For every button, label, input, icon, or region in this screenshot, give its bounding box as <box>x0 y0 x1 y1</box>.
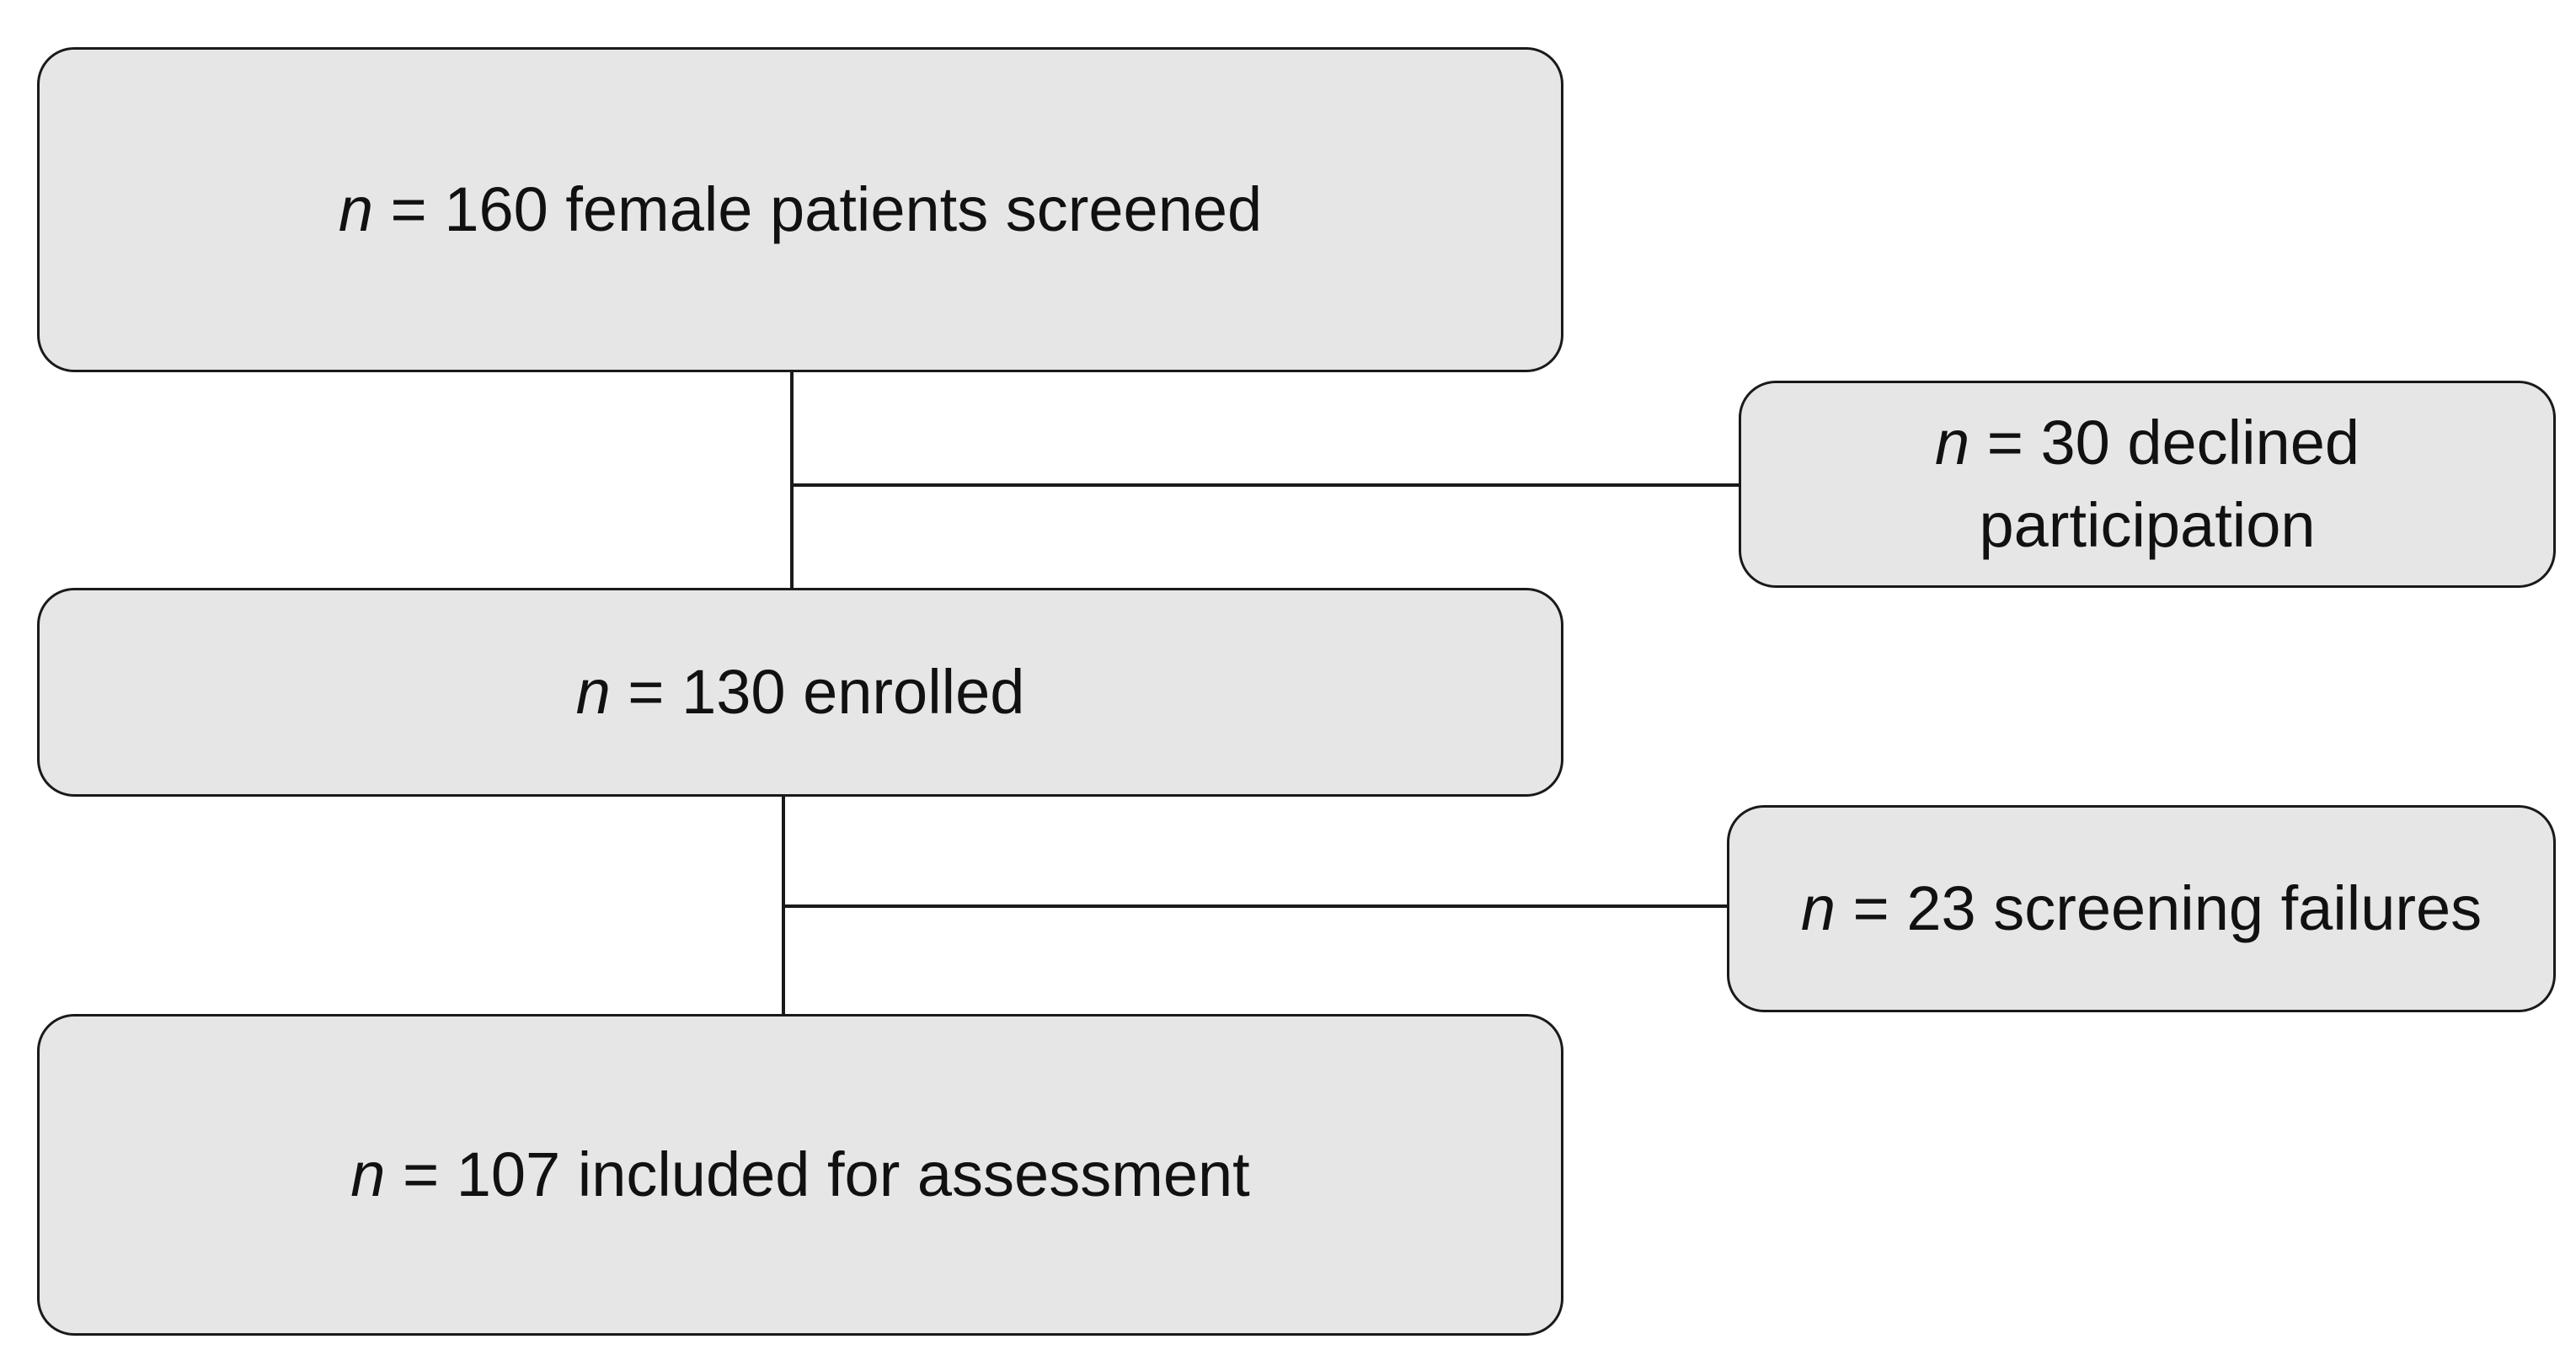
declined-text-line2: participation <box>1979 490 2316 560</box>
n-symbol: n <box>575 657 611 728</box>
enrolled-label: n = 130 enrolled <box>576 651 1025 734</box>
included-text: = 107 included for assessment <box>385 1139 1250 1210</box>
included-label: n = 107 included for assessment <box>350 1134 1249 1216</box>
enrolled-box: n = 130 enrolled <box>37 588 1563 797</box>
n-symbol: n <box>350 1139 386 1210</box>
declined-line1: n = 30 declined <box>1935 402 2360 484</box>
included-box: n = 107 included for assessment <box>37 1014 1563 1336</box>
screened-text: = 160 female patients screened <box>372 174 1263 245</box>
failures-text: = 23 screening failures <box>1835 873 2482 944</box>
screened-label: n = 160 female patients screened <box>339 168 1262 251</box>
n-symbol: n <box>1934 408 1970 478</box>
connector-screened-to-enrolled <box>790 372 794 588</box>
declined-box: n = 30 declined participation <box>1739 381 2556 588</box>
n-symbol: n <box>1800 873 1836 944</box>
failures-label: n = 23 screening failures <box>1801 867 2482 950</box>
screening-failures-box: n = 23 screening failures <box>1727 805 2556 1012</box>
enrolled-text: = 130 enrolled <box>610 657 1025 728</box>
declined-text-line1: = 30 declined <box>1969 408 2360 478</box>
screened-box: n = 160 female patients screened <box>37 47 1563 372</box>
declined-label: n = 30 declined participation <box>1935 402 2360 566</box>
connector-to-declined <box>792 483 1739 487</box>
connector-to-failures <box>783 904 1727 908</box>
n-symbol: n <box>338 174 373 245</box>
